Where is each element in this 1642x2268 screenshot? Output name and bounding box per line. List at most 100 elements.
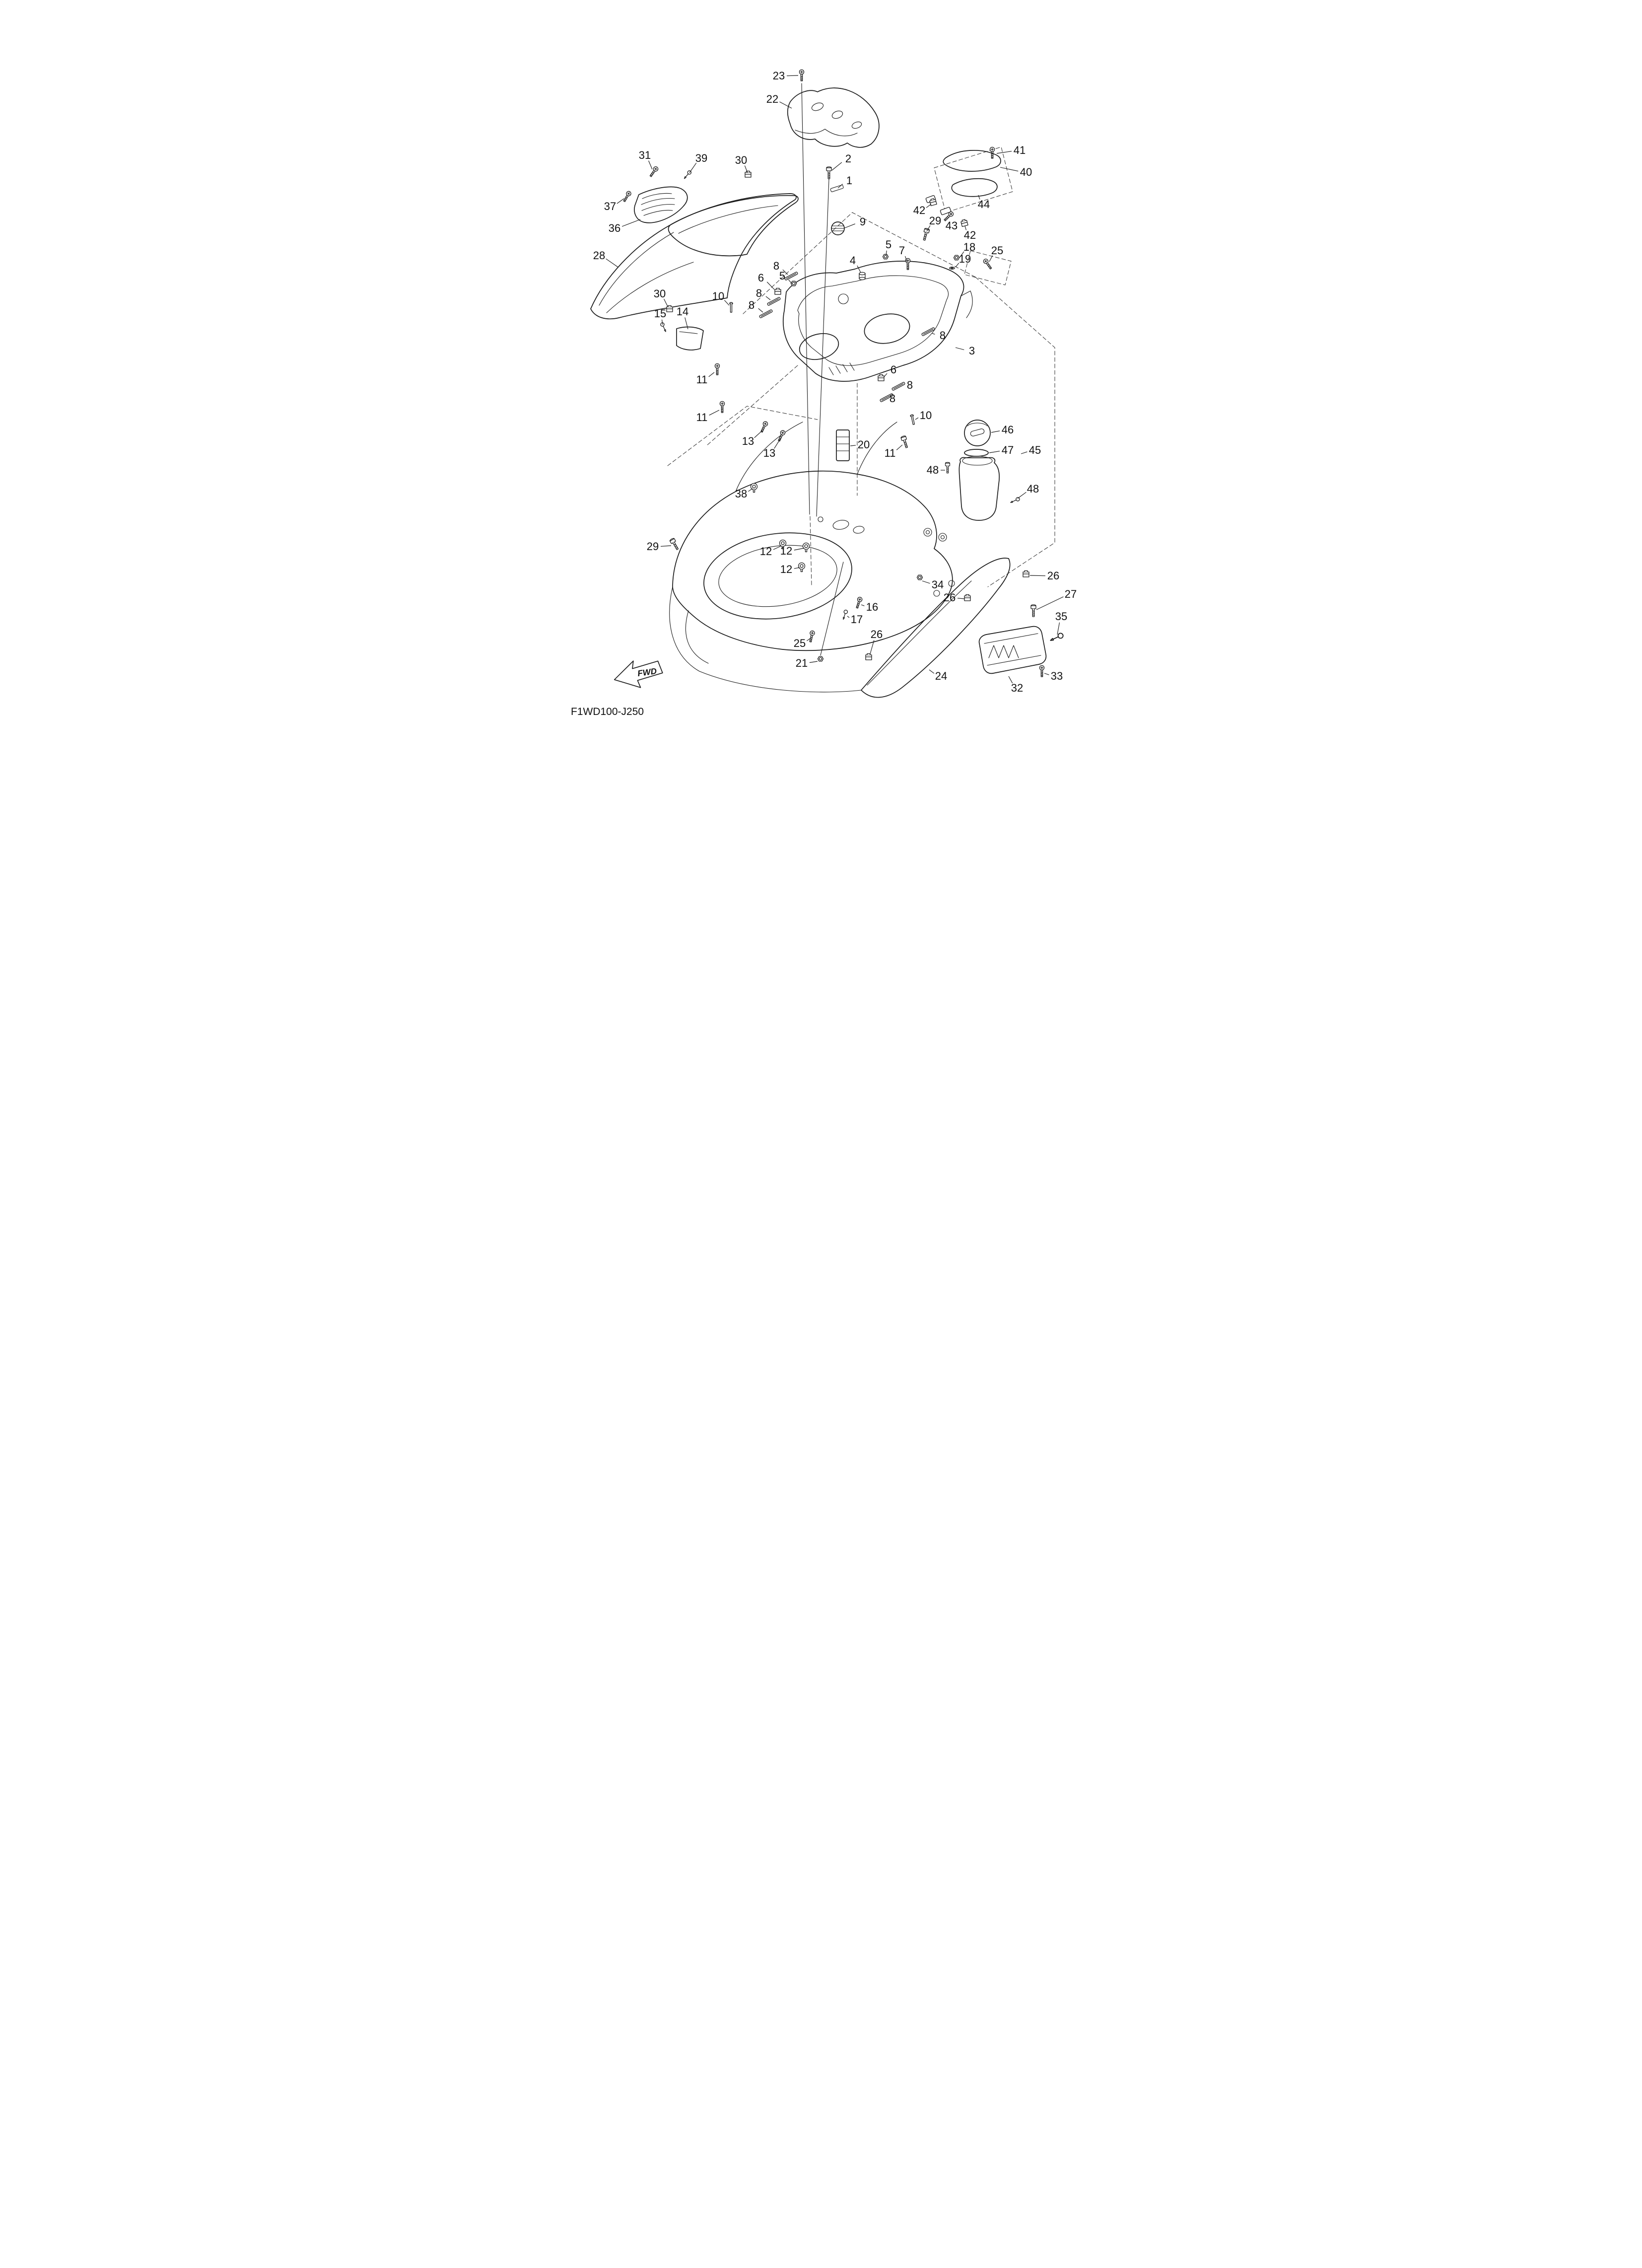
- callout-label-26: 26: [1047, 569, 1059, 582]
- callout-label-28: 28: [593, 249, 605, 262]
- panel-right-covers: [943, 149, 1001, 197]
- callout-label-3: 3: [969, 345, 975, 357]
- leader-line-23: [786, 75, 799, 76]
- panel-vent-grille: [634, 186, 688, 223]
- fwd-label: FWD: [637, 666, 657, 678]
- leader-line-3: [955, 347, 964, 351]
- callout-label-29: 29: [929, 214, 941, 227]
- leader-line-12: [794, 567, 800, 569]
- callout-label-36: 36: [609, 222, 620, 234]
- leader-line-11: [708, 372, 715, 377]
- callout-label-8: 8: [749, 299, 754, 311]
- fwd-arrow: FWD: [614, 660, 663, 688]
- part-screw-23: [799, 69, 805, 81]
- callout-label-44: 44: [978, 198, 990, 211]
- leader-line-38: [748, 488, 753, 492]
- exploded-parts-diagram: FWD F1WD100-J250 23222131393041403736444…: [571, 69, 1077, 717]
- callout-label-8: 8: [940, 329, 946, 342]
- leader-line-30: [744, 165, 748, 173]
- callout-label-22: 22: [766, 93, 778, 105]
- leader-line-4: [857, 265, 861, 273]
- callout-label-5: 5: [886, 238, 891, 251]
- leader-line-13: [754, 430, 763, 438]
- callout-label-48: 48: [927, 464, 939, 476]
- leader-line-16: [861, 604, 865, 606]
- callout-label-13: 13: [763, 447, 775, 459]
- callout-label-19: 19: [959, 253, 971, 265]
- leader-line-41: [996, 151, 1012, 154]
- leader-line-11: [896, 444, 903, 450]
- leader-line-30: [664, 298, 668, 307]
- part-bolt-48a: [945, 462, 951, 474]
- leader-line-14: [684, 317, 688, 330]
- callout-label-35: 35: [1055, 610, 1067, 623]
- callout-label-32: 32: [1011, 682, 1023, 694]
- panel-handlebar-cover: [787, 87, 880, 148]
- callout-label-14: 14: [677, 305, 688, 318]
- callout-label-29: 29: [647, 540, 659, 553]
- leader-line-33: [1044, 673, 1049, 675]
- panel-front-cowling: [590, 193, 797, 320]
- callout-label-8: 8: [756, 287, 762, 299]
- callout-label-39: 39: [695, 152, 707, 164]
- callout-label-48: 48: [1027, 483, 1039, 495]
- oil-tank-assembly: [958, 420, 1000, 521]
- leader-line-44: [978, 195, 980, 200]
- part-clip-6: [774, 287, 781, 295]
- leader-line-10: [724, 300, 730, 306]
- leader-line-12: [773, 546, 781, 550]
- leader-line-26: [957, 598, 965, 599]
- callout-label-12: 12: [780, 563, 792, 575]
- leader-line-35: [1057, 622, 1060, 635]
- callout-label-42: 42: [964, 229, 976, 241]
- callout-label-20: 20: [858, 438, 870, 451]
- leader-line-48: [1017, 492, 1026, 499]
- callout-label-21: 21: [796, 657, 808, 669]
- part-grommet-12c: [798, 562, 806, 572]
- callout-label-6: 6: [890, 363, 896, 376]
- leader-line-6: [766, 282, 775, 290]
- panel-hood-top: [668, 195, 799, 257]
- small-brackets: [676, 185, 952, 461]
- leader-line-2: [831, 162, 842, 171]
- callout-label-17: 17: [851, 613, 863, 626]
- part-bolt-11c: [900, 435, 910, 449]
- leader-line-27: [1036, 596, 1064, 610]
- leader-line-11: [709, 410, 720, 416]
- leader-line-7: [905, 256, 907, 262]
- phantom-lines: [667, 146, 1055, 587]
- leader-line-19: [955, 263, 959, 268]
- panel-side-cover: [861, 558, 1011, 698]
- part-clip-26a: [1023, 570, 1029, 577]
- hardware: [621, 69, 1065, 677]
- part-pin-10: [729, 302, 733, 313]
- callout-label-2: 2: [845, 152, 851, 165]
- callout-label-25: 25: [991, 244, 1003, 257]
- part-clip-30b: [666, 305, 673, 312]
- part-strip-8b: [766, 296, 781, 306]
- callout-label-11: 11: [696, 411, 708, 424]
- part-screw-25: [982, 258, 993, 271]
- callout-label-47: 47: [1002, 444, 1014, 456]
- part-nut-5b: [790, 281, 797, 286]
- part-screw-11b: [719, 401, 725, 413]
- callout-label-40: 40: [1020, 166, 1032, 178]
- part-screw-13a: [759, 420, 769, 433]
- leader-line-24: [929, 669, 935, 674]
- callout-label-27: 27: [1065, 588, 1077, 600]
- callout-label-33: 33: [1051, 670, 1063, 682]
- part-pin-10b: [909, 414, 916, 425]
- callout-label-34: 34: [932, 578, 944, 591]
- callout-label-16: 16: [866, 601, 878, 613]
- leader-line-5: [886, 250, 887, 256]
- callout-label-26: 26: [871, 628, 883, 640]
- fastener-axis-lines: [801, 83, 844, 656]
- callout-label-23: 23: [773, 70, 785, 82]
- part-grommet-38: [750, 483, 758, 493]
- part-screw-31: [648, 165, 660, 178]
- leader-line-1: [837, 184, 843, 189]
- part-washer-19: [949, 267, 955, 270]
- callout-label-8: 8: [907, 379, 913, 391]
- leader-line-6: [884, 373, 888, 377]
